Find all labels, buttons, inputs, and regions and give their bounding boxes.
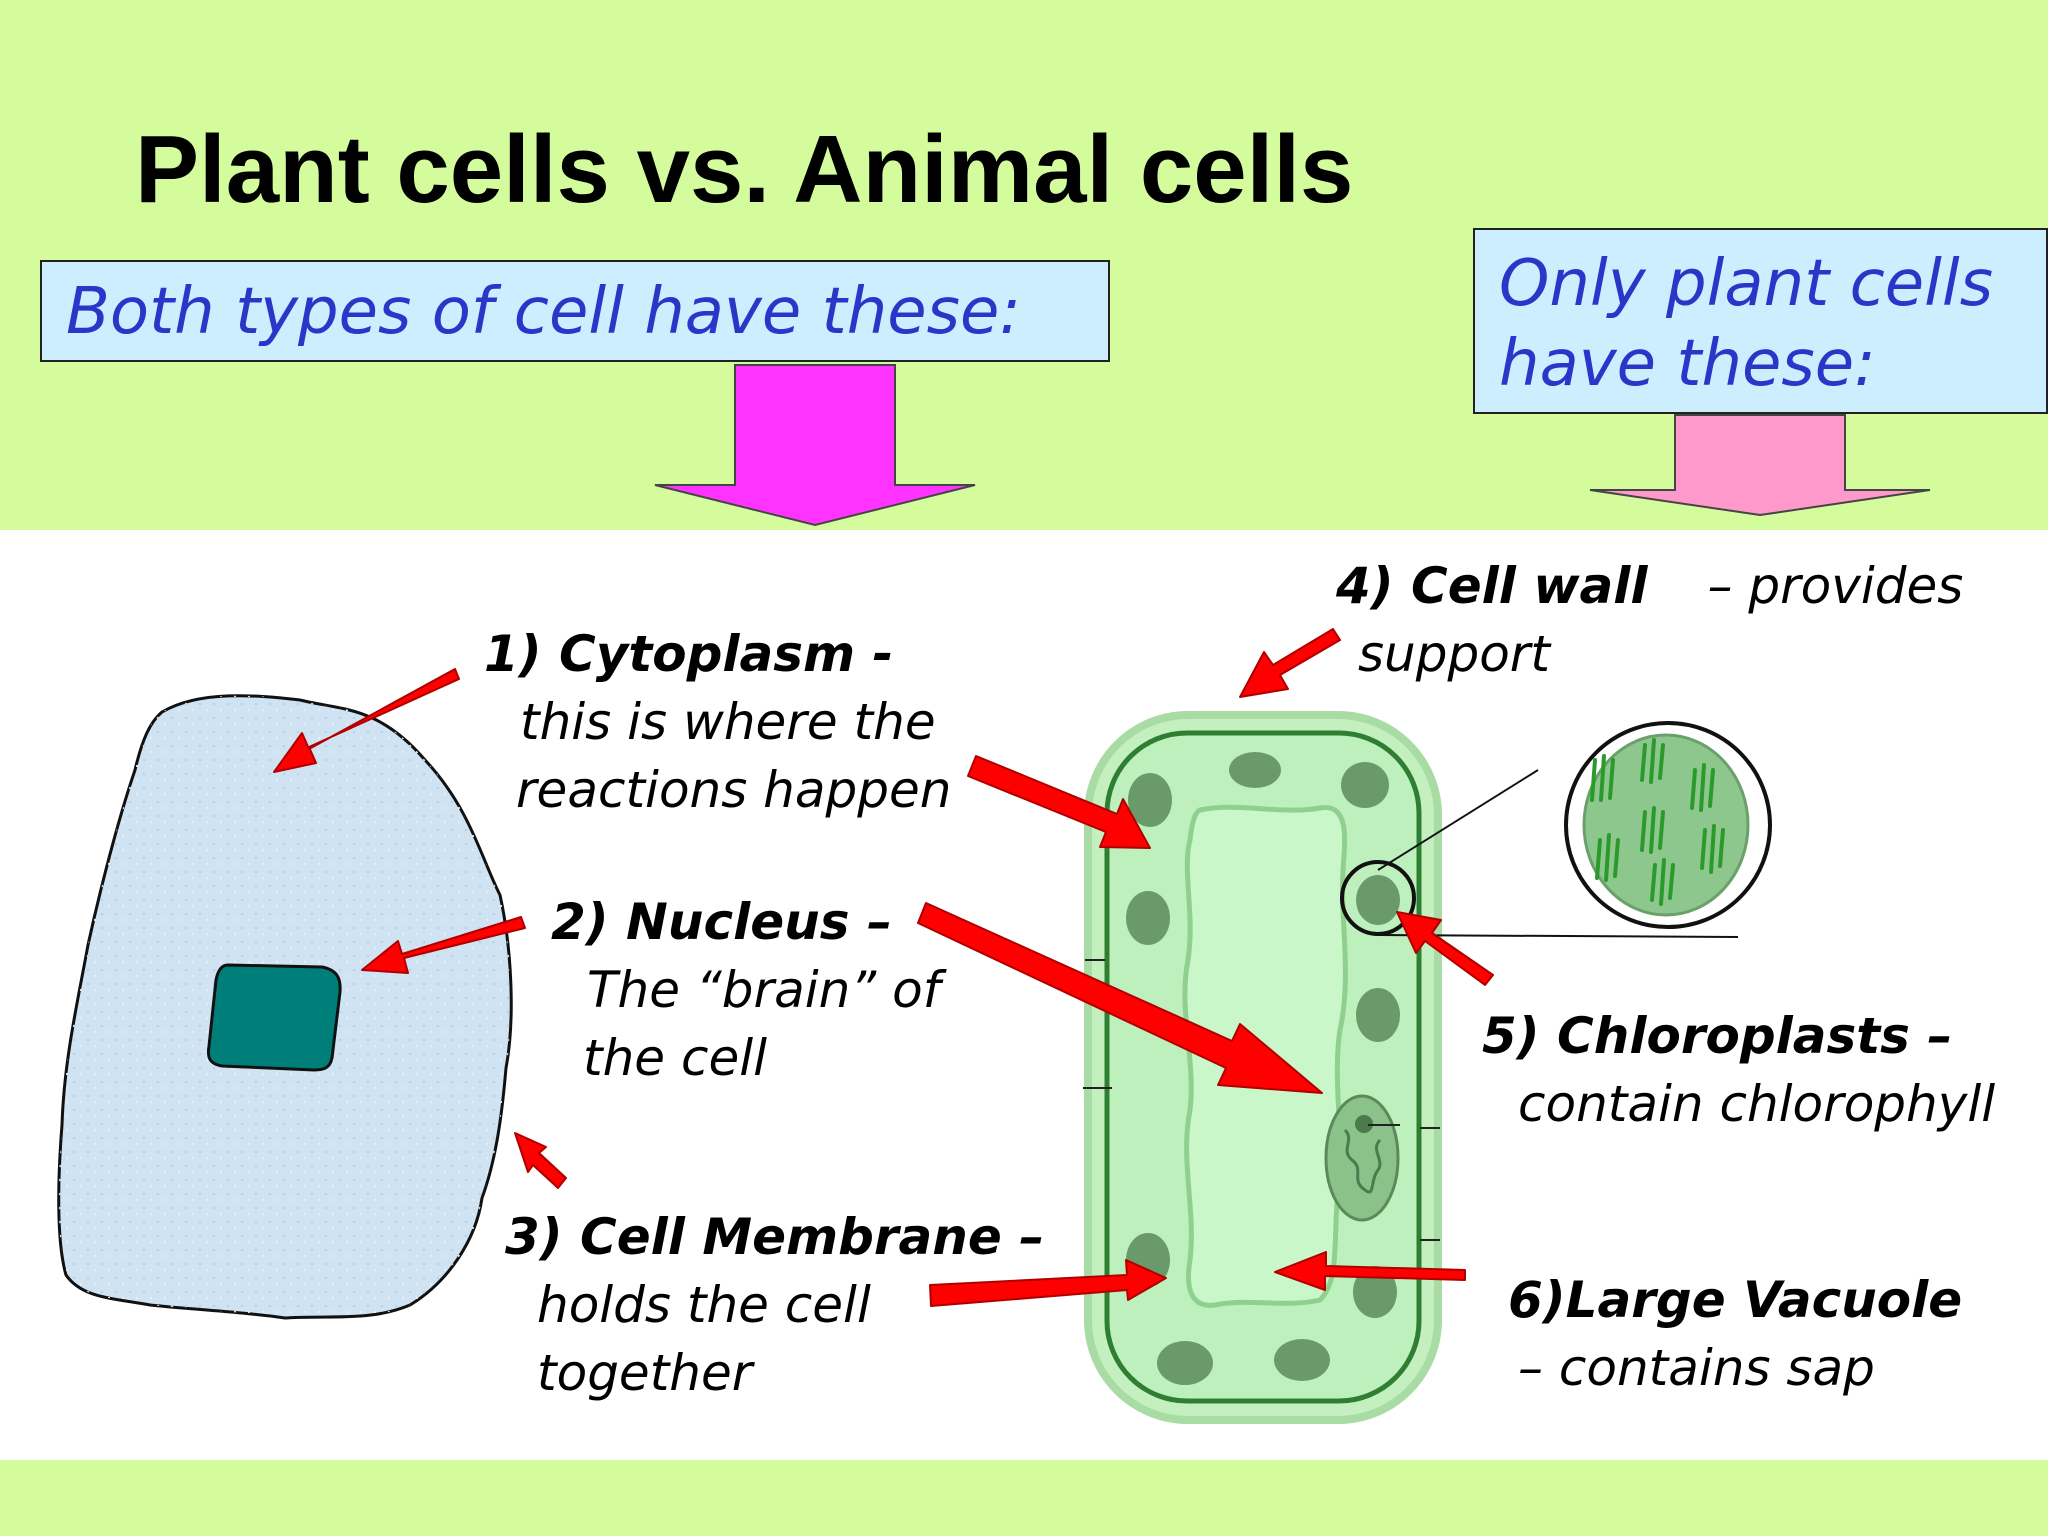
animal-nucleus	[206, 963, 342, 1072]
only-plant-line-1: Only plant cells	[1499, 247, 1994, 321]
chloroplast	[1157, 1341, 1213, 1385]
label-chloroplasts-line-1: contain chlorophyll	[1518, 1075, 1996, 1133]
label-cell-wall-suffix: – provides	[1707, 557, 1964, 615]
arrow-cytoplasm	[273, 668, 460, 773]
both-types-box: Both types of cell have these:	[40, 260, 1110, 362]
animal-cell	[57, 694, 513, 1320]
arrow-vacuole	[1274, 1251, 1466, 1291]
bottom-band	[0, 1460, 2048, 1536]
arrow-membrane-plant	[929, 1259, 1167, 1307]
label-arrows	[273, 628, 1494, 1307]
arrow-chloroplast	[1396, 911, 1494, 986]
label-large-vacuole: 6)Large Vacuole – contains sap	[1508, 1266, 1962, 1402]
chloroplast	[1353, 1266, 1397, 1318]
grana	[1590, 738, 1725, 906]
label-large-vacuole-title: 6)Large Vacuole	[1508, 1271, 1963, 1329]
label-nucleus: 2) Nucleus – The “brain” of the cell	[551, 888, 940, 1092]
both-types-down-arrow	[654, 364, 976, 527]
label-cytoplasm-line-1: this is where the	[520, 693, 936, 751]
label-cell-membrane-line-2: together	[537, 1344, 753, 1402]
label-cytoplasm-title: 1) Cytoplasm -	[484, 625, 894, 683]
label-cytoplasm-line-2: reactions happen	[516, 761, 952, 819]
chloroplast-zoom	[1340, 721, 1772, 938]
chloroplast	[1356, 988, 1400, 1042]
label-large-vacuole-line-1: – contains sap	[1518, 1339, 1875, 1397]
only-plant-box: Only plant cells have these:	[1473, 228, 2048, 414]
label-nucleus-line-1: The “brain” of	[587, 961, 941, 1019]
chloroplast	[1341, 762, 1389, 808]
chloroplast	[1128, 773, 1172, 827]
label-cell-membrane: 3) Cell Membrane – holds the cell togeth…	[505, 1203, 1044, 1407]
label-chloroplasts-title: 5) Chloroplasts –	[1482, 1007, 1953, 1065]
both-types-text: Both types of cell have these:	[66, 275, 1021, 349]
label-nucleus-line-2: the cell	[583, 1029, 767, 1087]
chloroplast-enlarged	[1582, 733, 1750, 917]
label-chloroplasts: 5) Chloroplasts – contain chlorophyll	[1482, 1002, 1995, 1138]
chloroplast	[1126, 891, 1170, 945]
only-plant-line-2: have these:	[1499, 327, 1876, 401]
arrow-cell-wall	[1239, 628, 1341, 698]
arrow-nucleus-animal	[361, 916, 526, 974]
slide-title: Plant cells vs. Animal cells	[135, 116, 1354, 223]
plant-nucleus	[1324, 1094, 1400, 1222]
label-cell-wall: 4) Cell wall – provides support	[1336, 552, 1963, 688]
arrow-cytoplasm-plant	[967, 755, 1151, 849]
label-cytoplasm: 1) Cytoplasm - this is where the reactio…	[484, 620, 951, 824]
arrow-membrane-animal	[514, 1132, 567, 1189]
label-cell-membrane-title: 3) Cell Membrane –	[505, 1208, 1045, 1266]
chloroplast-highlight-ring	[1340, 860, 1416, 936]
chloroplast	[1229, 752, 1281, 788]
label-cell-membrane-line-1: holds the cell	[537, 1276, 871, 1334]
arrow-nucleus-plant	[917, 902, 1323, 1094]
label-nucleus-title: 2) Nucleus –	[551, 893, 892, 951]
only-plant-down-arrow	[1589, 414, 1931, 517]
chloroplast	[1274, 1339, 1330, 1381]
label-cell-wall-line-1: support	[1358, 625, 1550, 683]
chloroplast	[1356, 875, 1400, 925]
label-cell-wall-title: 4) Cell wall	[1336, 557, 1648, 615]
chloroplasts	[1126, 752, 1400, 1385]
